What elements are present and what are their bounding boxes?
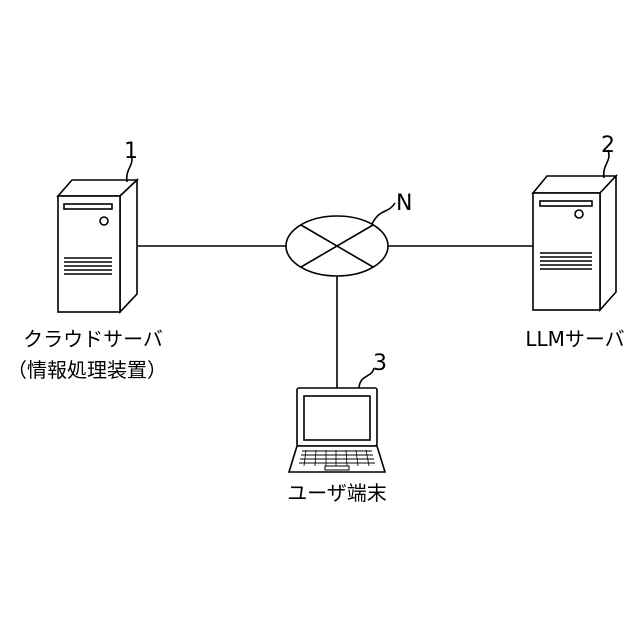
terminal-ref-leader <box>359 368 374 388</box>
network-node <box>286 203 395 276</box>
cloud-server-sublabel: （情報処理装置） <box>7 358 167 382</box>
llm-server-icon <box>533 150 616 310</box>
network-ref-leader <box>372 203 395 224</box>
network-ref-letter: N <box>396 191 412 216</box>
llm-server-label: LLMサーバ <box>525 327 624 351</box>
cloud-server-ref-number: 1 <box>124 139 138 164</box>
cloud-server-icon <box>58 154 137 312</box>
terminal-ref-number: 3 <box>373 351 387 376</box>
user-terminal-label: ユーザ端末 <box>287 481 387 505</box>
cloud-server-label: クラウドサーバ <box>23 327 163 351</box>
llm-server-ref-number: 2 <box>601 133 615 158</box>
